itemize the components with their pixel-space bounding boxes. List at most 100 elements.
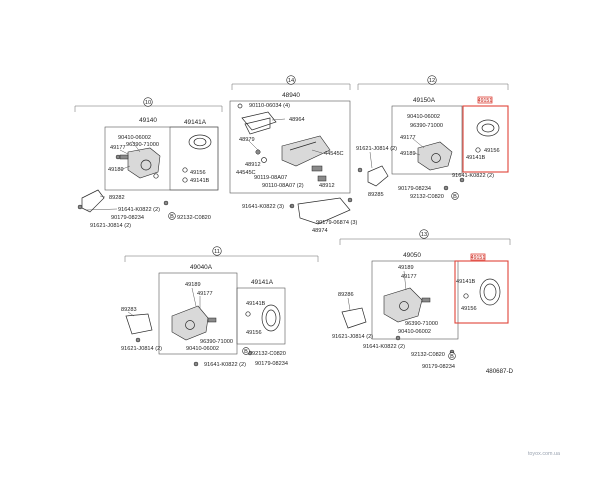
section-14-assembly-box [229,100,351,194]
diaphragm-disc [479,278,501,306]
label[interactable]: 49189 [108,167,124,173]
label[interactable]: 44545C [324,151,344,157]
label[interactable]: 49141B [190,178,210,184]
section-10-number: 10 [145,100,151,106]
label[interactable]: 49189 [398,265,414,271]
actuator-port [185,320,195,330]
label[interactable]: 90110-06034 (4) [249,103,290,109]
callout-letter: B [453,194,457,200]
fitting [261,157,267,163]
bolt [193,361,199,367]
section-12-number-circle [427,75,437,85]
section-10-assembly-label[interactable]: 49140 [139,117,157,124]
label[interactable]: 90410-06002 [407,114,440,120]
highlight-tag [477,96,493,104]
label[interactable]: 89286 [338,292,354,298]
leader [311,149,323,154]
label[interactable]: 90410-06002 [186,346,219,352]
label[interactable]: 90179-08234 [255,361,288,367]
actuator-body [127,147,161,179]
bracket-89283 [125,313,153,335]
label[interactable]: 48974 [312,228,328,234]
label[interactable]: 49141B [466,155,486,161]
label[interactable]: 49156 [246,330,262,336]
section-14-number-circle [286,75,296,85]
diaphragm-inner [483,283,497,301]
valve-bolt [115,154,121,160]
section-14: 14 48940 90110-06034 (4) 48964 48979 489… [229,75,358,234]
section-12-bracket [357,83,509,90]
label[interactable]: 90410-06002 [398,329,431,335]
section-11-inset-label[interactable]: 49141A [251,279,274,286]
label[interactable]: 92132-C0820 [252,351,286,357]
leader [247,139,259,151]
leader [271,118,286,121]
leader [403,270,407,291]
label[interactable]: 44545C [236,170,256,176]
diaphragm-disc [476,119,500,137]
highlight-tag-label[interactable]: 49151 [471,255,486,261]
highlight-tag-label[interactable]: 49151 [478,98,493,104]
label[interactable]: 49177 [401,274,417,280]
label[interactable]: 48912 [319,183,335,189]
label[interactable]: 96390-71000 [405,321,438,327]
label[interactable]: 90179-08234 [422,364,455,370]
callout-circle [451,192,459,200]
label[interactable]: 91621-J0814 (2) [332,334,373,340]
section-12-assembly-box [391,105,463,175]
label[interactable]: 96390-71000 [410,123,443,129]
section-14-number: 14 [288,78,294,84]
label[interactable]: 91641-K0822 (3) [242,204,284,210]
label[interactable]: 49177 [110,145,126,151]
label[interactable]: 89285 [368,192,384,198]
label[interactable]: 49141B [246,301,266,307]
label[interactable]: 49156 [484,148,500,154]
section-14-assembly-label[interactable]: 48940 [282,92,300,99]
screw [237,103,243,109]
section-13-assembly-label[interactable]: 49050 [403,252,421,259]
label[interactable]: 90179-08234 [398,186,431,192]
label[interactable]: 89282 [109,195,125,201]
label[interactable]: 90179-06874 (3) [316,220,358,226]
section-10-inset-label[interactable]: 49141A [184,119,207,126]
diaphragm-disc [261,304,281,332]
label[interactable]: 91641-K0822 (2) [118,207,160,213]
label[interactable]: 90410-06002 [118,135,151,141]
label[interactable]: 49189 [400,151,416,157]
label[interactable]: 91621-J0814 (2) [90,223,131,229]
label[interactable]: 48912 [245,162,261,168]
section-12-number: 12 [429,78,435,84]
callout-circle [168,212,176,220]
label[interactable]: 49141B [456,279,476,285]
label[interactable]: 49177 [197,291,213,297]
highlight-tag [470,253,486,261]
label[interactable]: 96390-71000 [126,142,159,148]
label[interactable]: 96390-71000 [200,339,233,345]
label[interactable]: 89283 [121,307,137,313]
gasket [244,117,271,135]
actuator-body [417,141,453,171]
label[interactable]: 92132-C0820 [410,194,444,200]
label[interactable]: 91621-J0814 (2) [356,146,397,152]
nut [459,177,465,183]
label[interactable]: 92132-C0820 [177,215,211,221]
label[interactable]: 90179-08234 [111,215,144,221]
label[interactable]: 49156 [190,170,206,176]
label[interactable]: 91621-J0814 (2) [121,346,162,352]
section-12-assembly-label[interactable]: 49150A [413,97,436,104]
label[interactable]: 49156 [461,306,477,312]
label[interactable]: 91641-K0822 (2) [363,344,405,350]
section-11-assembly-label[interactable]: 49040A [190,264,213,271]
bolt [443,185,449,191]
leader [369,151,373,169]
label[interactable]: 90110-08A07 (2) [262,183,304,189]
label[interactable]: 48964 [289,117,305,123]
label[interactable]: 90119-08A07 [254,175,287,181]
label[interactable]: 92132-C0820 [411,352,445,358]
label[interactable]: 91641-K0822 (2) [452,173,494,179]
label[interactable]: 49189 [185,282,201,288]
label[interactable]: 91641-K0822 (2) [204,362,246,368]
label[interactable]: 49177 [400,135,416,141]
label[interactable]: 48979 [239,137,255,143]
